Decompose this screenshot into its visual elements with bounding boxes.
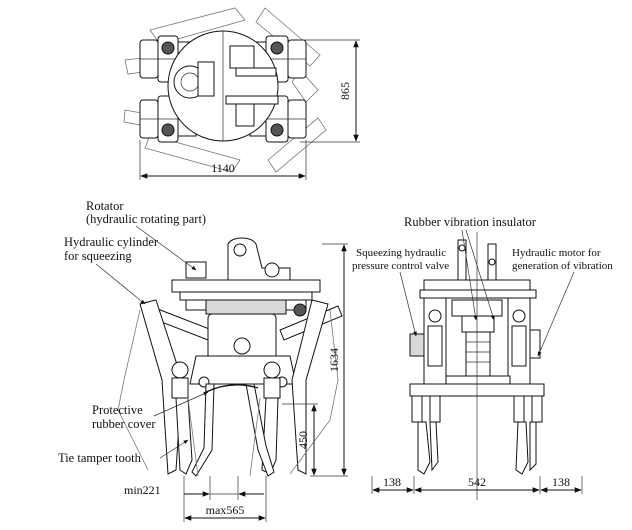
dimension-min-221: min221 — [124, 476, 264, 500]
side-bottom-dimensions: 138 542 138 — [371, 475, 583, 494]
insulator-label: Rubber vibration insulator — [404, 215, 537, 229]
dim-right-138-text: 138 — [552, 475, 570, 489]
rotator-disc-top — [167, 30, 279, 142]
motor-label: Hydraulic motor for — [512, 247, 601, 259]
dim-1634-text: 1634 — [327, 348, 341, 372]
dim-max565-text: max565 — [206, 503, 245, 517]
top-view-drawing: 1140 865 — [123, 7, 360, 180]
protective-cover-label: Protective — [92, 403, 143, 417]
tie-tamper-teeth — [187, 383, 275, 477]
center-body — [189, 313, 297, 388]
front-view-drawing: Rotator (hydraulic rotating part) Hydrau… — [58, 199, 348, 522]
dim-865-text: 865 — [338, 82, 352, 100]
rotator-assembly — [171, 237, 321, 315]
dimension-max-565: max565 — [183, 476, 267, 522]
side-right-teeth — [513, 395, 543, 475]
side-left-column — [409, 297, 447, 385]
side-right-column — [507, 297, 541, 385]
dimension-width-1140: 1140 — [139, 140, 307, 180]
left-tamper-arm — [117, 299, 193, 475]
side-view-drawing: Rubber vibration insulator Squeezing hyd… — [352, 215, 613, 500]
dim-450-text: 450 — [296, 431, 310, 449]
protective-cover-sublabel: rubber cover — [92, 417, 156, 431]
dim-min221-text: min221 — [124, 483, 161, 497]
side-left-teeth — [411, 395, 441, 475]
valve-label: Squeezing hydraulic — [356, 247, 446, 259]
motor-sublabel: generation of vibration — [512, 260, 613, 272]
dimension-tooth-450: 450 — [282, 403, 318, 476]
rotator-label: Rotator — [86, 199, 124, 213]
rotator-sublabel: (hydraulic rotating part) — [86, 212, 206, 226]
protective-rubber-cover — [205, 384, 259, 393]
dimension-height-865: 865 — [300, 39, 360, 143]
valve-sublabel: pressure control valve — [352, 260, 449, 272]
cylinder-label: Hydraulic cylinder — [64, 235, 159, 249]
dim-1140-text: 1140 — [211, 161, 235, 175]
side-center-core — [445, 299, 511, 387]
cylinder-sublabel: for squeezing — [64, 249, 132, 263]
dimension-height-1634: 1634 — [310, 243, 348, 477]
dim-center-542-text: 542 — [468, 475, 486, 489]
tamper-tooth-label: Tie tamper tooth — [58, 451, 142, 465]
dim-left-138-text: 138 — [383, 475, 401, 489]
